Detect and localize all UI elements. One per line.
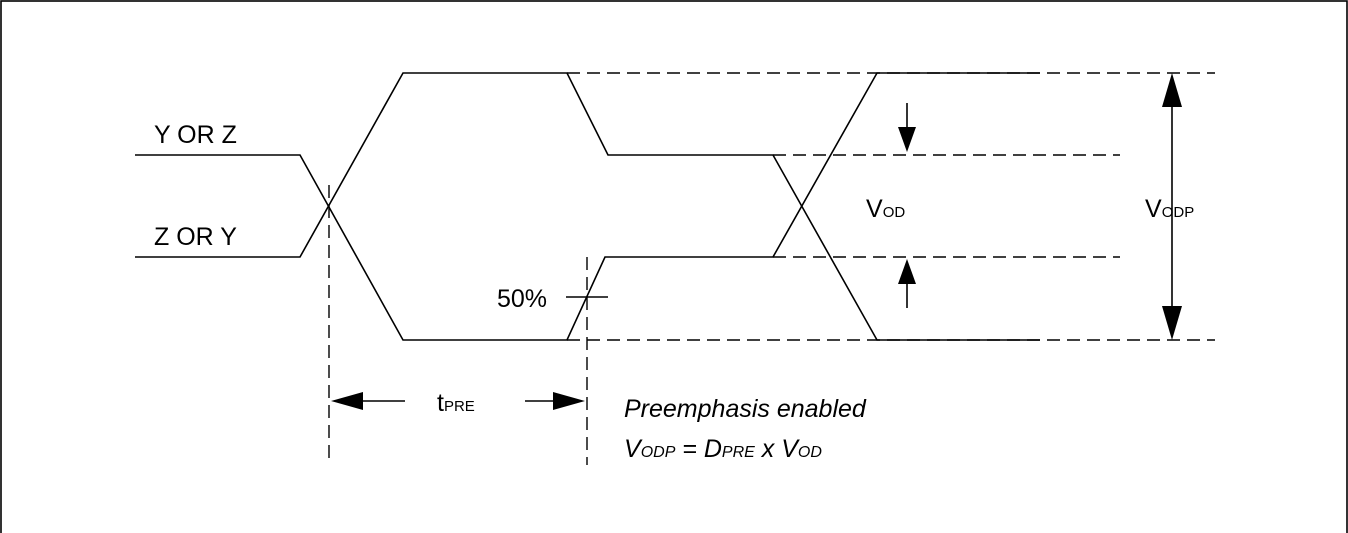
fifty-percent-label: 50% — [497, 285, 547, 313]
vod-label: VOD — [866, 195, 905, 223]
note-title: Preemphasis enabled — [624, 395, 867, 423]
waveform-y-or-z — [135, 72, 1040, 341]
tpre-arrow-right-head — [553, 392, 585, 410]
vodp-label: VODP — [1145, 195, 1194, 223]
formula: VODP = DPRE x VOD — [624, 435, 822, 463]
tpre-arrow-left-head — [331, 392, 363, 410]
waveform-z-or-y — [135, 72, 1040, 341]
tpre-label: tPRE — [437, 389, 475, 417]
vodp-arrow-down-head — [1162, 306, 1182, 340]
vod-arrow-up-head — [898, 259, 916, 284]
vod-arrow-down-head — [898, 127, 916, 152]
signal-label-bottom: Z OR Y — [154, 223, 237, 251]
signal-label-top: Y OR Z — [154, 121, 237, 149]
vodp-arrow-up-head — [1162, 73, 1182, 107]
